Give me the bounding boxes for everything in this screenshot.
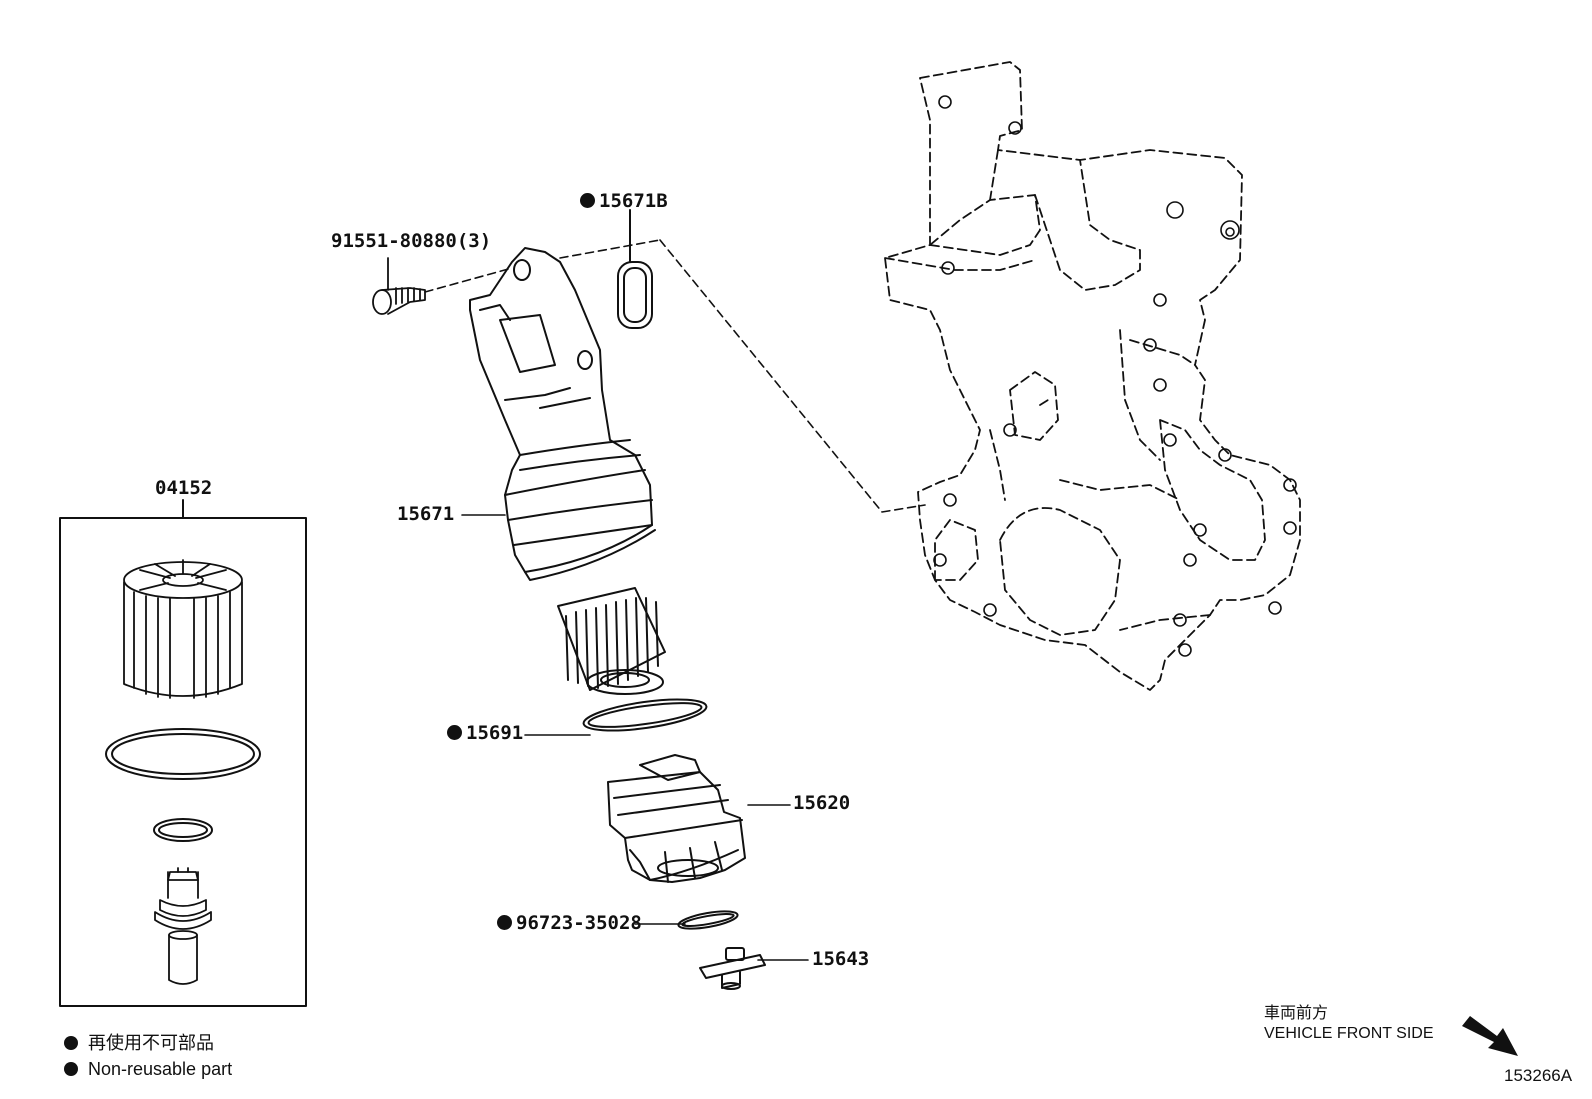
legend-jp-text: 再使用不可部品 [88, 1033, 214, 1053]
orientation-en: VEHICLE FRONT SIDE [1264, 1025, 1434, 1042]
label-15671b-text: 15671B [599, 190, 668, 212]
front-arrow-icon [1462, 1016, 1518, 1056]
non-reusable-dot-icon [447, 725, 462, 740]
label-15671b: 15671B [580, 190, 668, 212]
label-96723-35028: 96723-35028 [497, 912, 642, 934]
bolt-dashed-line [424, 267, 513, 293]
bolt-drawing [372, 257, 426, 315]
label-bolt: 91551-80880(3) [331, 230, 492, 252]
legend-en-text: Non-reusable part [88, 1059, 233, 1079]
engine-cover-holes [933, 95, 1297, 657]
filter-element-drawing [557, 587, 666, 695]
non-reusable-dot-icon [497, 915, 512, 930]
kit-box [59, 499, 307, 1007]
kit-o-ring-large [105, 728, 261, 780]
leader-lines [461, 514, 809, 961]
o-ring-15691-drawing [582, 698, 708, 732]
engine-cover-outline [884, 61, 1301, 691]
legend-dot-icon [64, 1036, 78, 1050]
label-15691: 15691 [447, 722, 523, 744]
cap-15620-drawing [607, 754, 746, 883]
legend-dot-icon [64, 1062, 78, 1076]
mount-dashed-line [659, 239, 926, 513]
o-ring-small-drawing [677, 910, 739, 930]
diagram-code: 153266A [1504, 1066, 1573, 1085]
label-15620: 15620 [793, 792, 851, 814]
kit-filter-element [123, 559, 243, 699]
legend-en: Non-reusable part [64, 1058, 232, 1080]
non-reusable-dot-icon [580, 193, 595, 208]
label-15643: 15643 [812, 948, 870, 970]
label-15691-text: 15691 [466, 722, 524, 744]
label-15671: 15671 [397, 503, 455, 525]
orientation-jp: 車両前方 [1264, 1005, 1329, 1022]
kit-drain-plug [154, 867, 212, 985]
label-96723-text: 96723-35028 [516, 912, 642, 934]
gasket-15671b-drawing [617, 209, 653, 329]
gasket-dashed-line [559, 239, 661, 259]
drain-plug-drawing [699, 947, 766, 990]
legend-jp: 再使用不可部品 [64, 1032, 214, 1054]
label-kit-04152: 04152 [155, 477, 213, 499]
bracket-15671-drawing [469, 247, 656, 581]
kit-o-ring-small [153, 818, 213, 842]
